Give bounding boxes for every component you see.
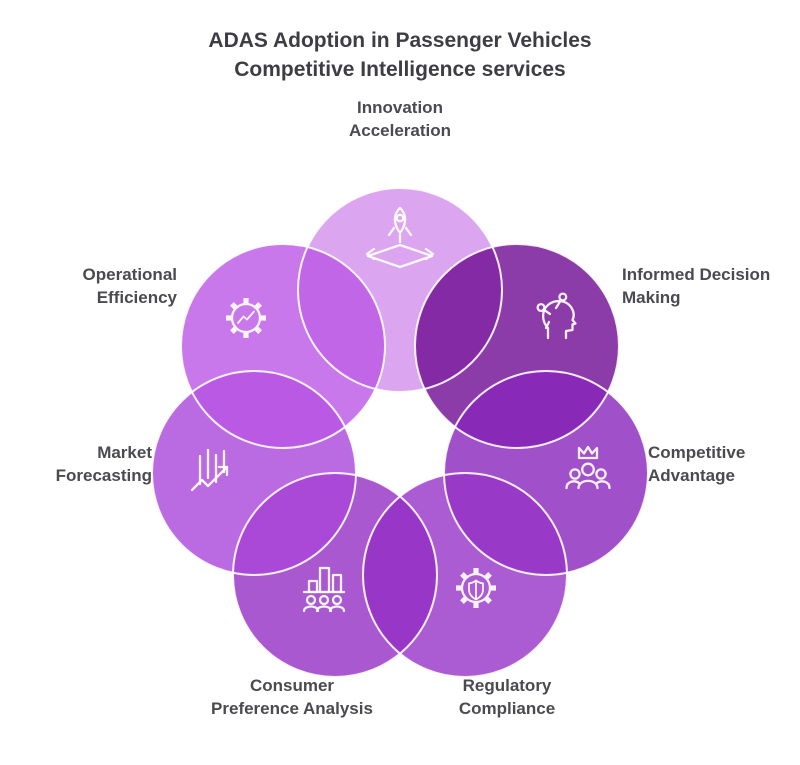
label-competitive-advantage: Competitive Advantage	[648, 441, 798, 487]
label-line: Innovation	[357, 98, 443, 117]
team-crown-icon	[565, 445, 611, 490]
trend-arrow-icon	[190, 448, 229, 492]
label-line: Efficiency	[96, 288, 177, 307]
label-operational-efficiency: Operational Efficiency	[27, 263, 177, 309]
label-regulatory-compliance: Regulatory Compliance	[427, 674, 587, 720]
label-consumer-preference-analysis: Consumer Preference Analysis	[192, 674, 392, 720]
label-informed-decision-making: Informed Decision Making	[622, 263, 792, 309]
gear-shield-icon	[456, 568, 496, 608]
page-title: ADAS Adoption in Passenger Vehicles Comp…	[0, 26, 800, 84]
label-line: Competitive	[648, 443, 746, 462]
rocket-launch-icon	[365, 206, 435, 269]
label-market-forecasting: Market Forecasting	[12, 441, 152, 487]
petal-icons	[190, 206, 611, 613]
label-line: Advantage	[648, 466, 735, 485]
label-line: Market	[97, 443, 152, 462]
petal-outlines	[151, 187, 649, 678]
gear-chart-icon	[226, 298, 266, 338]
label-line: Consumer	[249, 676, 335, 695]
label-line: Regulatory	[462, 676, 552, 695]
label-line: Informed Decision	[622, 265, 771, 284]
label-line: Operational	[82, 265, 177, 284]
bars-people-icon	[302, 566, 346, 613]
label-line: Forecasting	[55, 466, 152, 485]
label-innovation-acceleration: Innovation Acceleration	[300, 96, 500, 142]
title-line-1: ADAS Adoption in Passenger Vehicles	[208, 29, 592, 52]
petal-circle-operational-efficiency	[181, 244, 385, 448]
label-line: Preference Analysis	[211, 699, 373, 718]
mind-decision-icon	[536, 292, 577, 340]
title-line-2: Competitive Intelligence services	[234, 58, 566, 81]
label-line: Compliance	[458, 699, 556, 718]
label-line: Making	[622, 288, 681, 307]
label-line: Acceleration	[348, 121, 452, 140]
